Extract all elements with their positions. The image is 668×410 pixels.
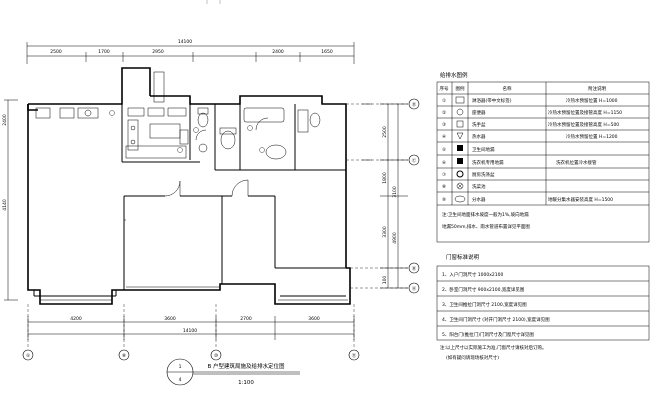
grid-label-d: Ⓓ xyxy=(412,101,417,108)
legend-row-no: ⑦ xyxy=(442,172,446,178)
legend-row-no: ⑧ xyxy=(442,184,446,190)
legend-header-note: 附注说明 xyxy=(588,85,606,92)
dim-right-2: 1800 xyxy=(382,172,388,184)
right-grid-bubbles xyxy=(408,98,420,294)
schedule-item: 1、入户门洞尺寸 1000x2100 xyxy=(442,271,503,278)
dim-right-1: 2500 xyxy=(382,126,388,138)
title-ref-bottom: 4 xyxy=(179,377,182,383)
right-grid-leaders xyxy=(346,103,408,289)
legend-header-no: 序号 xyxy=(440,85,449,92)
grid-label-a: Ⓐ xyxy=(412,285,417,292)
legend-header-name: 名称 xyxy=(503,85,512,92)
dim-top-2: 1700 xyxy=(98,49,110,55)
legend-row-name: 洗手盆 xyxy=(472,121,486,128)
dim-right-3: 3300 xyxy=(382,226,388,238)
legend-row-note: 冷热水预留位置 H=1200 xyxy=(566,133,618,140)
grid-label-11: ⑪ xyxy=(352,352,357,359)
legend-row-note: 地暖分集水器安装高度 H=1500 xyxy=(548,196,613,203)
legend-symbol-sink-icon xyxy=(456,170,464,178)
exterior-walls xyxy=(27,67,351,305)
schedule-item: 4、卫生间门洞尺寸 (对开门洞尺寸 2100),宽度详见图 xyxy=(442,316,550,323)
dim-bottom-3: 2700 xyxy=(240,316,252,322)
dim-bottom-2: 3600 xyxy=(164,316,176,322)
legend-symbol-manifold-icon xyxy=(454,195,466,203)
bottom-grid-bubbles xyxy=(22,349,360,361)
legend-row-no: ② xyxy=(442,110,446,116)
interior-walls xyxy=(33,104,346,297)
legend-row-name: 热水器 xyxy=(472,133,486,140)
schedule-item: 3、卫生间推拉门洞尺寸 2100,宽度详见图 xyxy=(442,301,527,308)
fixture-tags xyxy=(109,110,265,153)
legend-row-no: ③ xyxy=(442,122,446,128)
schedule-note-2: (如有疑问请现场核对尺寸) xyxy=(446,354,499,361)
legend-symbol-veg-sink-icon xyxy=(456,182,464,190)
drawing-title: B 户型建筑局施及给排水定位图 xyxy=(207,362,285,370)
legend-row-name: 座便器 xyxy=(472,109,486,116)
legend-row-no: ⑤ xyxy=(442,147,446,153)
grid-label-10: ⑩ xyxy=(214,353,218,359)
doors-and-windows xyxy=(40,117,348,301)
schedule-item: 2、卧室门洞尺寸 900x2100,宽度详见图 xyxy=(442,286,525,293)
title-reference-bubble xyxy=(166,358,300,386)
schedule-item: 5、阳台门(推拉门)门洞尺寸及门窗尺寸详见图 xyxy=(442,331,534,338)
legend-row-no: ⑨ xyxy=(442,197,446,203)
legend-row-name: 分水器 xyxy=(472,196,486,203)
legend-symbol-washer-drain-icon xyxy=(457,158,463,164)
legend-title: 给排水图例 xyxy=(440,71,468,79)
dim-right-alt-3: 4900 xyxy=(392,232,398,244)
legend-row-note: 洗衣机位置冷水接管 xyxy=(556,159,597,166)
legend-note-2: 地漏50mm,排水、雨水管道布置详见平面图 xyxy=(442,223,530,230)
legend-row-name: 淋浴器(带中文标签) xyxy=(472,97,512,104)
sheet-crop-marks xyxy=(206,0,221,4)
bottom-grid-leaders xyxy=(27,304,355,348)
legend-symbol-floor-drain-icon xyxy=(457,145,463,151)
dim-top-5: 1650 xyxy=(321,49,333,55)
left-dimension-lines xyxy=(4,99,18,301)
dim-top-1: 2500 xyxy=(50,49,62,55)
dim-right-alt-2: 3100 xyxy=(392,186,398,198)
legend-row-name: 洗衣机专用地漏 xyxy=(472,159,504,166)
legend-row-name: 卫生间地漏 xyxy=(472,146,495,153)
legend-table-grid xyxy=(436,81,650,243)
dim-bottom-1: 4200 xyxy=(70,316,82,322)
legend-symbol-heater-icon xyxy=(456,132,464,140)
legend-row-name: 洗菜池 xyxy=(472,183,486,190)
dim-left-small: 2400 xyxy=(2,114,8,126)
top-dimension-lines xyxy=(26,42,355,64)
grid-label-8: ⑧ xyxy=(122,353,126,359)
legend-row-no: ① xyxy=(442,98,446,104)
legend-row-no: ⑥ xyxy=(442,160,446,166)
grid-label-5: ⑤ xyxy=(26,353,30,359)
legend-row-note: 冷热水预留位置 H=1000 xyxy=(566,97,618,104)
legend-row-name: 厨房洗涤盆 xyxy=(472,171,495,178)
dim-bottom-4: 3600 xyxy=(308,316,320,322)
legend-header-symbol: 图例 xyxy=(456,85,465,92)
title-ref-top: 1 xyxy=(179,364,182,370)
sanitary-fixtures xyxy=(35,71,321,160)
dim-top-total: 14100 xyxy=(178,39,192,45)
legend-note-1: 注:卫生间地面排水坡度一般为1%,坡向地漏 xyxy=(442,211,529,218)
dim-top-4: 2400 xyxy=(272,49,284,55)
grid-label-c: Ⓒ xyxy=(412,157,417,164)
legend-symbol-toilet-icon xyxy=(456,108,464,116)
schedule-table-grid xyxy=(436,265,650,341)
schedule-note-1: 注:以上尺寸以实际施工为准,门窗尺寸请核对后订购。 xyxy=(440,344,546,351)
drawing-scale: 1:100 xyxy=(238,380,254,386)
dim-top-3: 2950 xyxy=(152,49,164,55)
legend-row-note: 冷热水预留位置及接管高度 H=500 xyxy=(548,121,619,128)
dim-bottom-total: 14100 xyxy=(183,328,197,334)
dim-right-4: 100 xyxy=(382,276,388,285)
legend-symbol-shower-icon xyxy=(455,96,465,104)
grid-label-b: Ⓑ xyxy=(412,265,417,272)
legend-row-no: ④ xyxy=(442,134,446,140)
legend-symbol-basin-icon xyxy=(456,120,464,128)
legend-row-note: 冷热水预留位置及接管高度 H=1150 xyxy=(548,109,622,116)
schedule-title: 门窗标准说明 xyxy=(446,253,480,261)
dim-left: 4140 xyxy=(2,199,8,211)
